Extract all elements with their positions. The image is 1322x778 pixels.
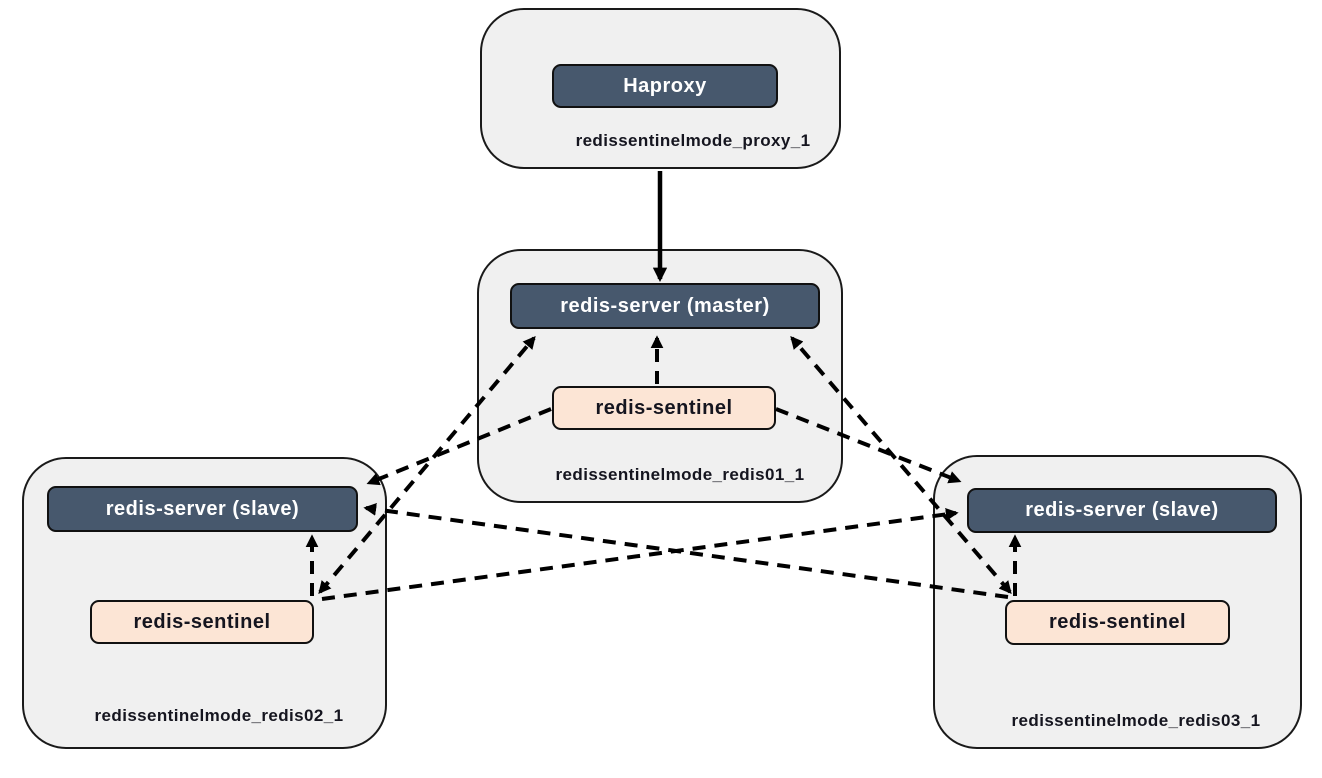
edge-sentinel02-to-slave03 xyxy=(321,508,959,601)
node-redis-sentinel-02: redis-sentinel xyxy=(90,600,314,644)
group-proxy-caption: redissentinelmode_proxy_1 xyxy=(575,131,811,150)
node-redis-server-slave-03: redis-server (slave) xyxy=(967,488,1277,533)
edge-sentinel03-to-slave02 xyxy=(363,503,1009,599)
node-redis-sentinel-03: redis-sentinel xyxy=(1005,600,1230,645)
group-redis02-caption: redissentinelmode_redis02_1 xyxy=(94,706,344,725)
node-haproxy: Haproxy xyxy=(552,64,778,108)
group-redis03-caption: redissentinelmode_redis03_1 xyxy=(1011,711,1261,730)
node-redis-sentinel-01: redis-sentinel xyxy=(552,386,776,430)
group-proxy: Haproxy xyxy=(480,8,841,169)
node-redis-server-slave-02: redis-server (slave) xyxy=(47,486,358,532)
node-redis-server-master: redis-server (master) xyxy=(510,283,820,329)
group-redis01-caption: redissentinelmode_redis01_1 xyxy=(555,465,805,484)
